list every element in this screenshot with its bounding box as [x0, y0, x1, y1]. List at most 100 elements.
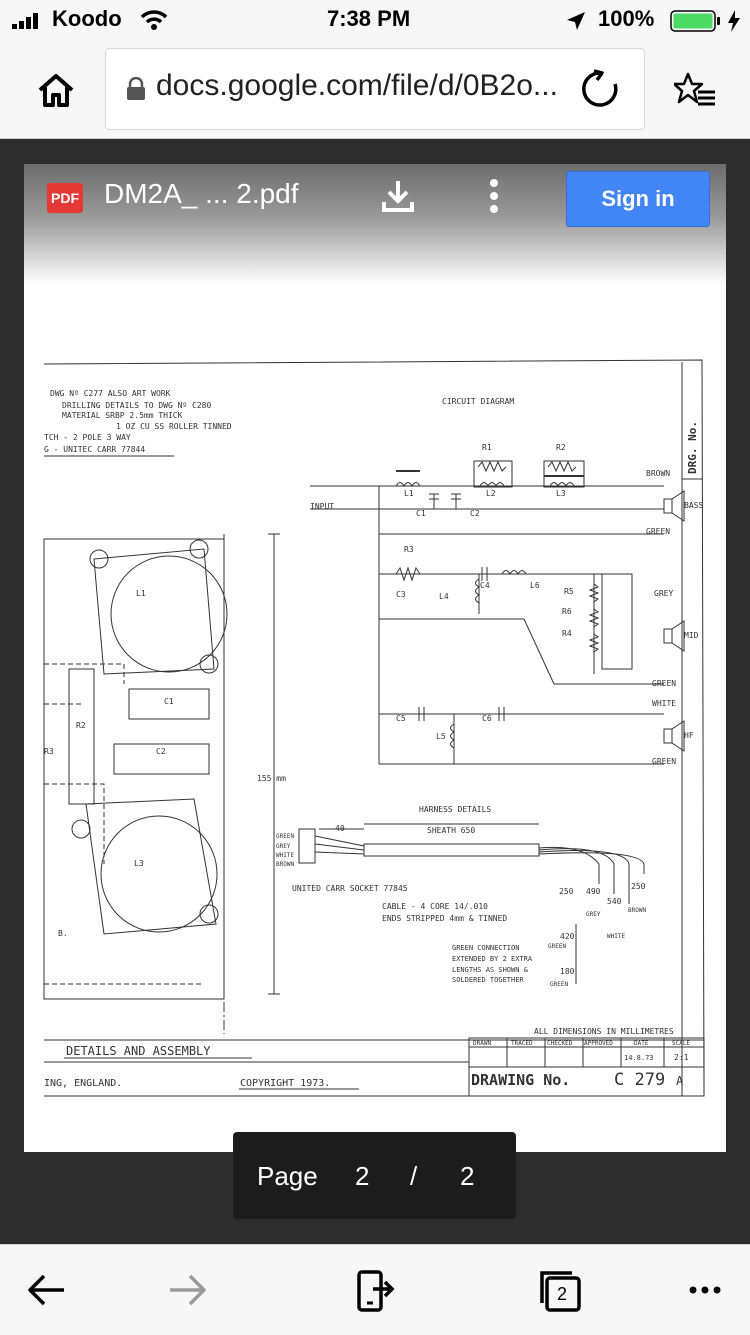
component-label: C3: [396, 590, 406, 599]
tabs-button[interactable]: 2: [538, 1269, 582, 1313]
drawing-number-suffix: A: [676, 1074, 684, 1088]
green-note: SOLDERED TOGETHER: [452, 976, 524, 984]
component-label: L4: [439, 592, 449, 601]
length-label: 490: [586, 887, 601, 896]
component-label: C4: [480, 581, 490, 590]
more-horiz-icon[interactable]: [688, 1285, 722, 1295]
current-page: 2: [355, 1161, 370, 1191]
cable-note: ENDS STRIPPED 4mm & TINNED: [382, 914, 507, 923]
component-label: R5: [564, 587, 574, 596]
drawing-number-label: DRAWING No.: [471, 1071, 570, 1089]
component-label: C6: [482, 714, 492, 723]
wire-color-label: BROWN: [646, 469, 670, 478]
speaker-label: HF: [684, 731, 694, 740]
length-label: 540: [607, 897, 622, 906]
note-line: 1 OZ CU SS ROLLER TINNED: [116, 422, 232, 431]
open-in-app-icon[interactable]: [356, 1269, 396, 1313]
socket-note: UNITED CARR SOCKET 77845: [292, 884, 408, 893]
wire-label: WHITE: [607, 933, 625, 940]
download-icon[interactable]: [380, 178, 416, 214]
engineering-drawing: DWG Nº C277 ALSO ART WORK DRILLING DETAI…: [43, 359, 705, 1097]
wire-color-label: GREEN: [646, 527, 670, 536]
more-vert-icon[interactable]: [486, 178, 502, 214]
board-label: B.: [58, 929, 68, 938]
note-line: DWG Nº C277 ALSO ART WORK: [50, 389, 171, 398]
lock-icon: [127, 77, 145, 100]
harness-wire-label: GREY: [276, 843, 291, 850]
speaker-label: BASS: [684, 501, 703, 510]
sheath-label: SHEATH 650: [427, 826, 475, 835]
tabs-icon: [540, 1271, 581, 1312]
dimensions-note: ALL DIMENSIONS IN MILLIMETRES: [534, 1027, 674, 1036]
copyright-text: COPYRIGHT 1973.: [240, 1078, 330, 1089]
page-separator: /: [410, 1161, 418, 1191]
reload-icon[interactable]: [580, 69, 620, 109]
green-note: LENGTHS AS SHOWN &: [452, 966, 529, 974]
note-line: TCH - 2 POLE 3 WAY: [44, 433, 131, 442]
green-note: EXTENDED BY 2 EXTRA: [452, 955, 533, 963]
drawing-scale: 2:1: [674, 1053, 689, 1062]
signal-icon: [12, 13, 38, 29]
green-note: GREEN CONNECTION: [452, 944, 519, 952]
wire-color-label: GREY: [654, 589, 673, 598]
component-label: C5: [396, 714, 406, 723]
wire-label: BROWN: [628, 907, 646, 914]
page-indicator: Page 2 / 2: [233, 1132, 516, 1219]
note-line: G - UNITEC CARR 77844: [44, 445, 145, 454]
input-label: INPUT: [310, 502, 334, 511]
board-label: C1: [164, 697, 174, 706]
pdf-header: PDF DM2A_ ... 2.pdf Sign in: [24, 164, 726, 284]
speaker-label: MID: [684, 631, 699, 640]
title-block-header: DATE: [634, 1040, 649, 1047]
component-label: R6: [562, 607, 572, 616]
home-icon[interactable]: [36, 72, 76, 108]
length-label: 250: [631, 882, 646, 891]
board-label: R2: [76, 721, 86, 730]
title-block-header: APPROVED: [584, 1040, 613, 1047]
wire-color-label: GREEN: [652, 679, 676, 688]
back-icon[interactable]: [26, 1273, 66, 1307]
dimension-label: 155 mm: [257, 774, 286, 783]
forward-icon[interactable]: [168, 1273, 208, 1307]
file-name: DM2A_ ... 2.pdf: [104, 178, 299, 209]
url-text: docs.google.com/file/d/0B2o...: [156, 69, 558, 102]
page-label: Page: [257, 1161, 318, 1191]
harness-wire-label: WHITE: [276, 852, 294, 859]
sign-in-button[interactable]: Sign in: [566, 171, 710, 227]
component-label: R1: [482, 443, 492, 452]
length-label: 250: [559, 887, 574, 896]
wire-label: GREEN: [550, 981, 568, 988]
component-label: L1: [404, 489, 414, 498]
wire-label: GREEN: [548, 943, 566, 950]
component-label: L5: [436, 732, 446, 741]
charging-bolt-icon: [728, 10, 740, 32]
component-label: R4: [562, 629, 572, 638]
pdf-file-icon: PDF: [47, 183, 83, 213]
total-pages: 2: [460, 1161, 475, 1191]
length-label: 40: [335, 824, 345, 833]
browser-toolbar: docs.google.com/file/d/0B2o...: [0, 40, 750, 139]
wire-color-label: WHITE: [652, 699, 676, 708]
wifi-icon: [140, 10, 168, 30]
length-label: 420: [560, 932, 575, 941]
address-bar[interactable]: docs.google.com/file/d/0B2o...: [105, 48, 645, 130]
title-block-header: CHECKED: [547, 1040, 573, 1047]
location-text: ING, ENGLAND.: [44, 1078, 122, 1089]
board-label: R3: [44, 747, 54, 756]
note-line: DRILLING DETAILS TO DWG Nº C280: [62, 401, 211, 410]
tab-count: 2: [557, 1284, 568, 1304]
board-label: L3: [134, 859, 144, 868]
pdf-viewer: DWG Nº C277 ALSO ART WORK DRILLING DETAI…: [0, 139, 750, 1244]
bookmarks-star-icon[interactable]: [674, 72, 716, 108]
battery-percent: 100%: [598, 6, 655, 31]
harness-wire-label: BROWN: [276, 861, 294, 868]
board-label: C2: [156, 747, 166, 756]
pdf-page[interactable]: DWG Nº C277 ALSO ART WORK DRILLING DETAI…: [24, 164, 726, 1152]
length-label: 180: [560, 967, 575, 976]
location-arrow-icon: [567, 12, 585, 30]
harness-title: HARNESS DETAILS: [419, 805, 491, 814]
wire-label: GREY: [586, 911, 601, 918]
component-label: L2: [486, 489, 496, 498]
drawing-number: C 279: [614, 1070, 665, 1090]
circuit-title: CIRCUIT DIAGRAM: [442, 397, 514, 406]
